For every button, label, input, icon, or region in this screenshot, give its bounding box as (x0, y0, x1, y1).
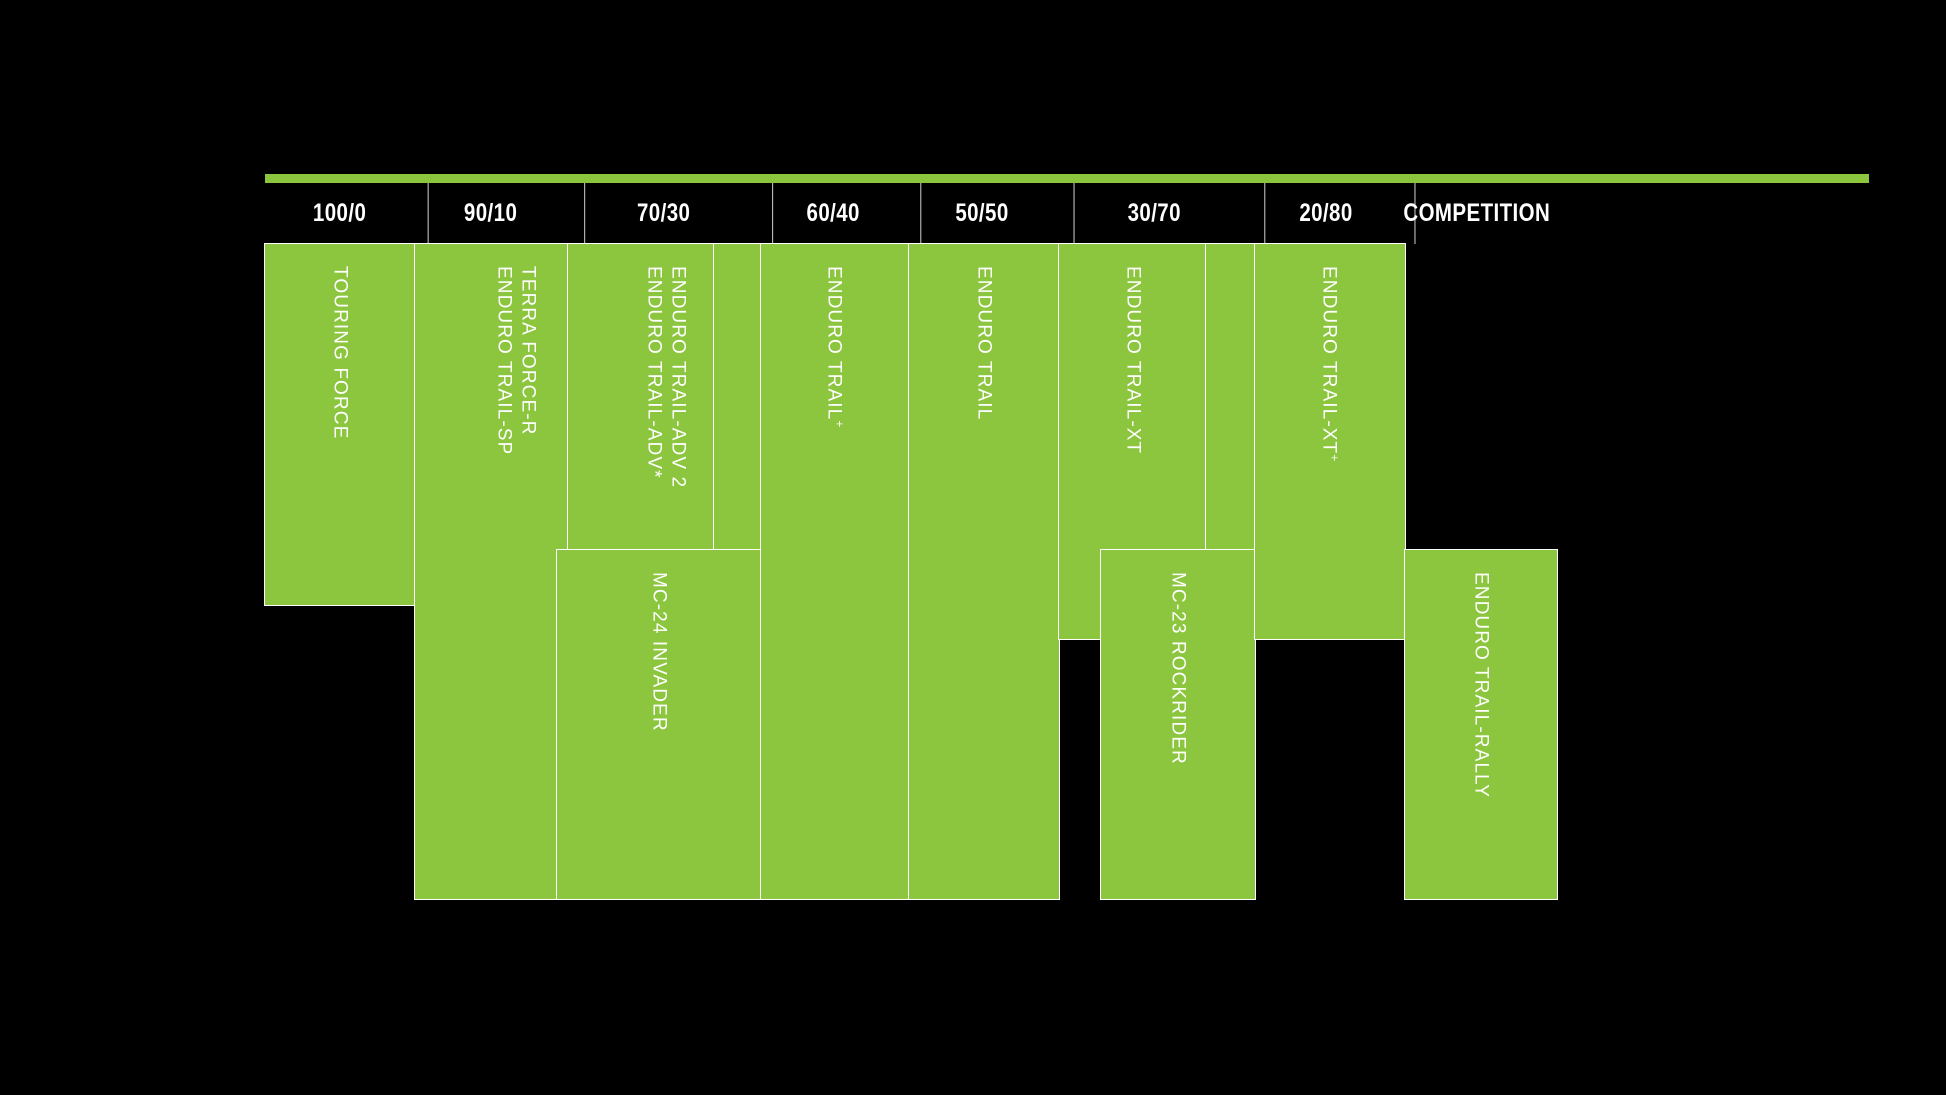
column-header-competition: COMPETITION (1403, 183, 1549, 244)
bar-touring-force: TOURING FORCE (264, 243, 416, 606)
column-header-label: 50/50 (954, 199, 1009, 227)
bar-label-enduro-trail-plus: ENDURO TRAIL+ (823, 266, 847, 429)
bar-mc-24-invader: MC-24 INVADER (556, 549, 762, 900)
bar-enduro-trail-rally: ENDURO TRAIL-RALLY (1404, 549, 1558, 900)
column-header-label: 20/80 (1299, 199, 1354, 227)
bar-label-enduro-trail-xt-plus: ENDURO TRAIL-XT+ (1318, 266, 1342, 463)
bar-mc-23-rockrider: MC-23 ROCKRIDER (1100, 549, 1256, 900)
bar-label-enduro-trail: ENDURO TRAIL (973, 266, 995, 421)
column-header-row: 100/0 90/10 70/30 60/40 50/50 30/70 20/80 COMPE… (265, 183, 1869, 244)
column-header-label: COMPETITION (1402, 199, 1550, 227)
bar-label-mc-23-rockrider: MC-23 ROCKRIDER (1167, 572, 1189, 765)
bar-label-line-1: ENDURO TRAIL-XT+ (1318, 266, 1342, 463)
column-header-20-80: 20/80 (1264, 183, 1387, 244)
bar-label-enduro-trail-xt: ENDURO TRAIL-XT (1122, 266, 1143, 455)
bar-enduro-trail-plus: ENDURO TRAIL+ (760, 243, 910, 900)
column-header-70-30: 70/30 (583, 183, 742, 244)
bar-enduro-trail: ENDURO TRAIL (908, 243, 1060, 900)
bar-label-line-1: TOURING FORCE (329, 266, 351, 440)
column-header-label: 90/10 (464, 199, 518, 227)
column-header-60-40: 60/40 (772, 183, 893, 244)
bar-label-touring-force: TOURING FORCE (329, 266, 351, 440)
bar-label-line-1: MC-23 ROCKRIDER (1167, 572, 1189, 765)
bar-label-enduro-trail-rally: ENDURO TRAIL-RALLY (1470, 572, 1492, 799)
bar-label-line-2: ENDURO TRAIL-ADV* (642, 266, 664, 479)
column-header-label: 30/70 (1127, 199, 1181, 227)
column-header-100-0: 100/0 (278, 183, 400, 244)
column-header-90-10: 90/10 (427, 183, 553, 244)
column-header-label: 60/40 (806, 199, 860, 227)
bar-label-line-2: ENDURO TRAIL-SP (493, 266, 515, 456)
bar-label-line-1: ENDURO TRAIL-XT (1122, 266, 1143, 455)
bar-label-line-1: ENDURO TRAIL-ADV 2 (667, 266, 689, 489)
bar-label-superscript: + (832, 420, 847, 429)
bar-label-line-1: MC-24 INVADER (648, 572, 670, 732)
bar-enduro-trail-xt-ext (1205, 243, 1256, 551)
bar-label-line-1: ENDURO TRAIL-RALLY (1470, 572, 1492, 799)
bar-enduro-trail-adv-ext (712, 243, 762, 551)
bar-label-line-1: ENDURO TRAIL (973, 266, 995, 421)
bar-label-line-1: ENDURO TRAIL+ (823, 266, 847, 429)
column-header-label: 70/30 (636, 199, 690, 227)
bar-label-mc-24-invader: MC-24 INVADER (648, 572, 670, 732)
column-header-30-70: 30/70 (1073, 183, 1233, 244)
column-header-label: 100/0 (312, 199, 367, 227)
bar-label-line-1: TERRA FORCE-R (517, 266, 539, 436)
column-header-50-50: 50/50 (920, 183, 1042, 244)
bar-label-superscript: + (1327, 454, 1342, 463)
bar-enduro-trail-xt-plus: ENDURO TRAIL-XT+ (1254, 243, 1406, 640)
top-accent-rule (265, 174, 1869, 183)
